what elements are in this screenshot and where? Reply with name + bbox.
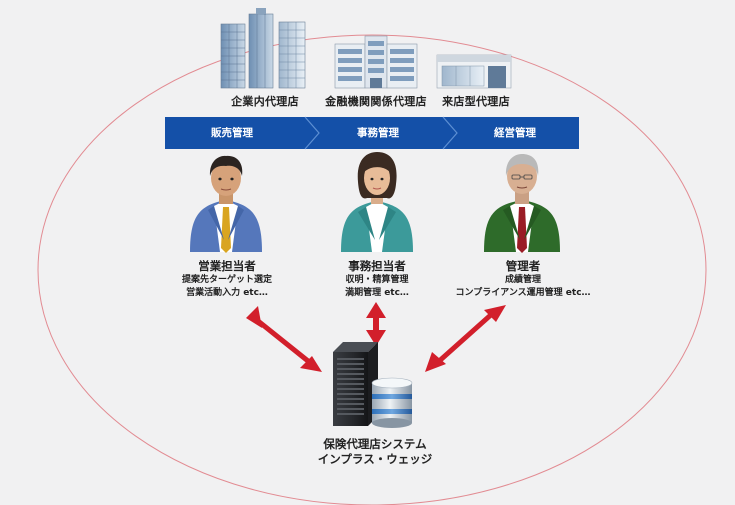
- arrow-office-to-system: [366, 302, 386, 346]
- role-task-office-1: 収明・精算管理: [345, 275, 409, 285]
- office-worker-figure: [341, 152, 413, 252]
- role-task-office-2: 満期管理 etc…: [345, 288, 409, 298]
- role-task-sales-2: 営業活動入力 etc…: [186, 288, 268, 298]
- flow-step-sales: 販売管理: [211, 127, 253, 139]
- flow-segment-3: [443, 117, 579, 149]
- role-task-manager-1: 成績管理: [504, 275, 542, 285]
- connection-arrows: [246, 302, 506, 372]
- role-task-sales-1: 提案先ターゲット選定: [181, 275, 273, 285]
- database-icon: [371, 377, 413, 428]
- system-name: 保険代理店システム: [323, 437, 427, 451]
- sales-rep-figure: [190, 155, 262, 253]
- agency-label-corporate: 企業内代理店: [231, 95, 299, 108]
- bank-buildings-icon: [334, 35, 418, 89]
- storefront-icon: [436, 54, 512, 89]
- agency-label-financial: 金融機関関係代理店: [325, 95, 427, 108]
- role-title-office: 事務担当者: [348, 259, 406, 273]
- role-title-manager: 管理者: [505, 259, 541, 273]
- arrow-sales-to-system: [246, 306, 322, 372]
- office-towers-icon: [220, 8, 306, 89]
- manager-figure: [484, 154, 560, 253]
- server-rack-icon: [333, 342, 378, 426]
- flow-segment-1: [165, 117, 319, 149]
- flow-bar: [165, 116, 579, 150]
- arrow-manager-to-system: [425, 305, 506, 372]
- system-product-name: インプラス・ウェッジ: [317, 452, 433, 466]
- role-title-sales: 営業担当者: [198, 259, 256, 273]
- flow-step-management: 経営管理: [494, 127, 536, 139]
- role-task-manager-2: コンプライアンス運用管理 etc…: [455, 288, 591, 298]
- boundary-ellipse: [37, 34, 707, 505]
- flow-step-office: 事務管理: [357, 127, 399, 139]
- flow-segment-2: [305, 117, 457, 149]
- agency-label-walkin: 来店型代理店: [442, 95, 510, 108]
